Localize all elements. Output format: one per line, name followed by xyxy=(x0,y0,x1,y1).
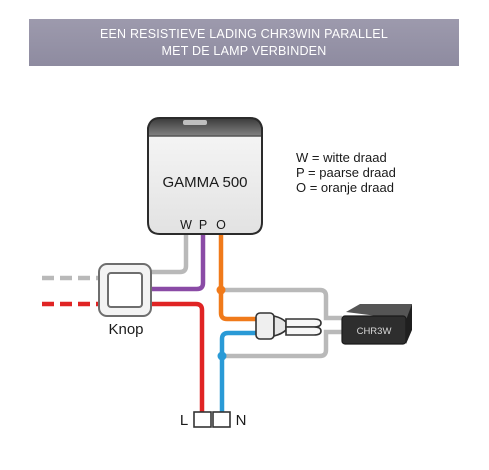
device-name: GAMMA 500 xyxy=(162,174,247,191)
switch-label: Knop xyxy=(108,321,143,338)
terminal-n-label: N xyxy=(236,412,247,429)
chr3w-module: CHR3W xyxy=(341,304,412,345)
orange-junction-dot xyxy=(216,285,226,295)
lamp xyxy=(255,312,322,340)
title-banner: EEN RESISTIEVE LADING CHR3WIN PARALLEL M… xyxy=(29,19,459,66)
terminal-w-label: W xyxy=(180,218,192,232)
red-wire-l xyxy=(150,301,205,415)
grey-wire-chr3w-top xyxy=(221,287,342,321)
terminal-block: L N xyxy=(180,411,247,429)
gamma-500-device: GAMMA 500 W P O xyxy=(147,117,263,235)
blue-junction-dot xyxy=(217,351,227,361)
terminal-o-label: O xyxy=(216,218,226,232)
title-line-1: EEN RESISTIEVE LADING CHR3WIN PARALLEL xyxy=(99,26,388,41)
orange-wire-o xyxy=(218,232,258,322)
blue-wire-n xyxy=(219,330,258,415)
title-line-2: MET DE LAMP VERBINDEN xyxy=(161,43,327,58)
legend-w: W = witte draad xyxy=(296,150,387,165)
terminal-p-label: P xyxy=(199,218,207,232)
switch-knop: Knop xyxy=(98,263,152,338)
terminal-l-label: L xyxy=(180,412,188,429)
purple-wire-p xyxy=(150,232,206,292)
grey-wire-chr3w-bottom xyxy=(222,329,342,359)
legend-p: P = paarse draad xyxy=(296,165,396,180)
chr3w-label: CHR3W xyxy=(357,326,392,337)
legend-o: O = oranje draad xyxy=(296,180,394,195)
white-wire-w xyxy=(150,232,189,275)
